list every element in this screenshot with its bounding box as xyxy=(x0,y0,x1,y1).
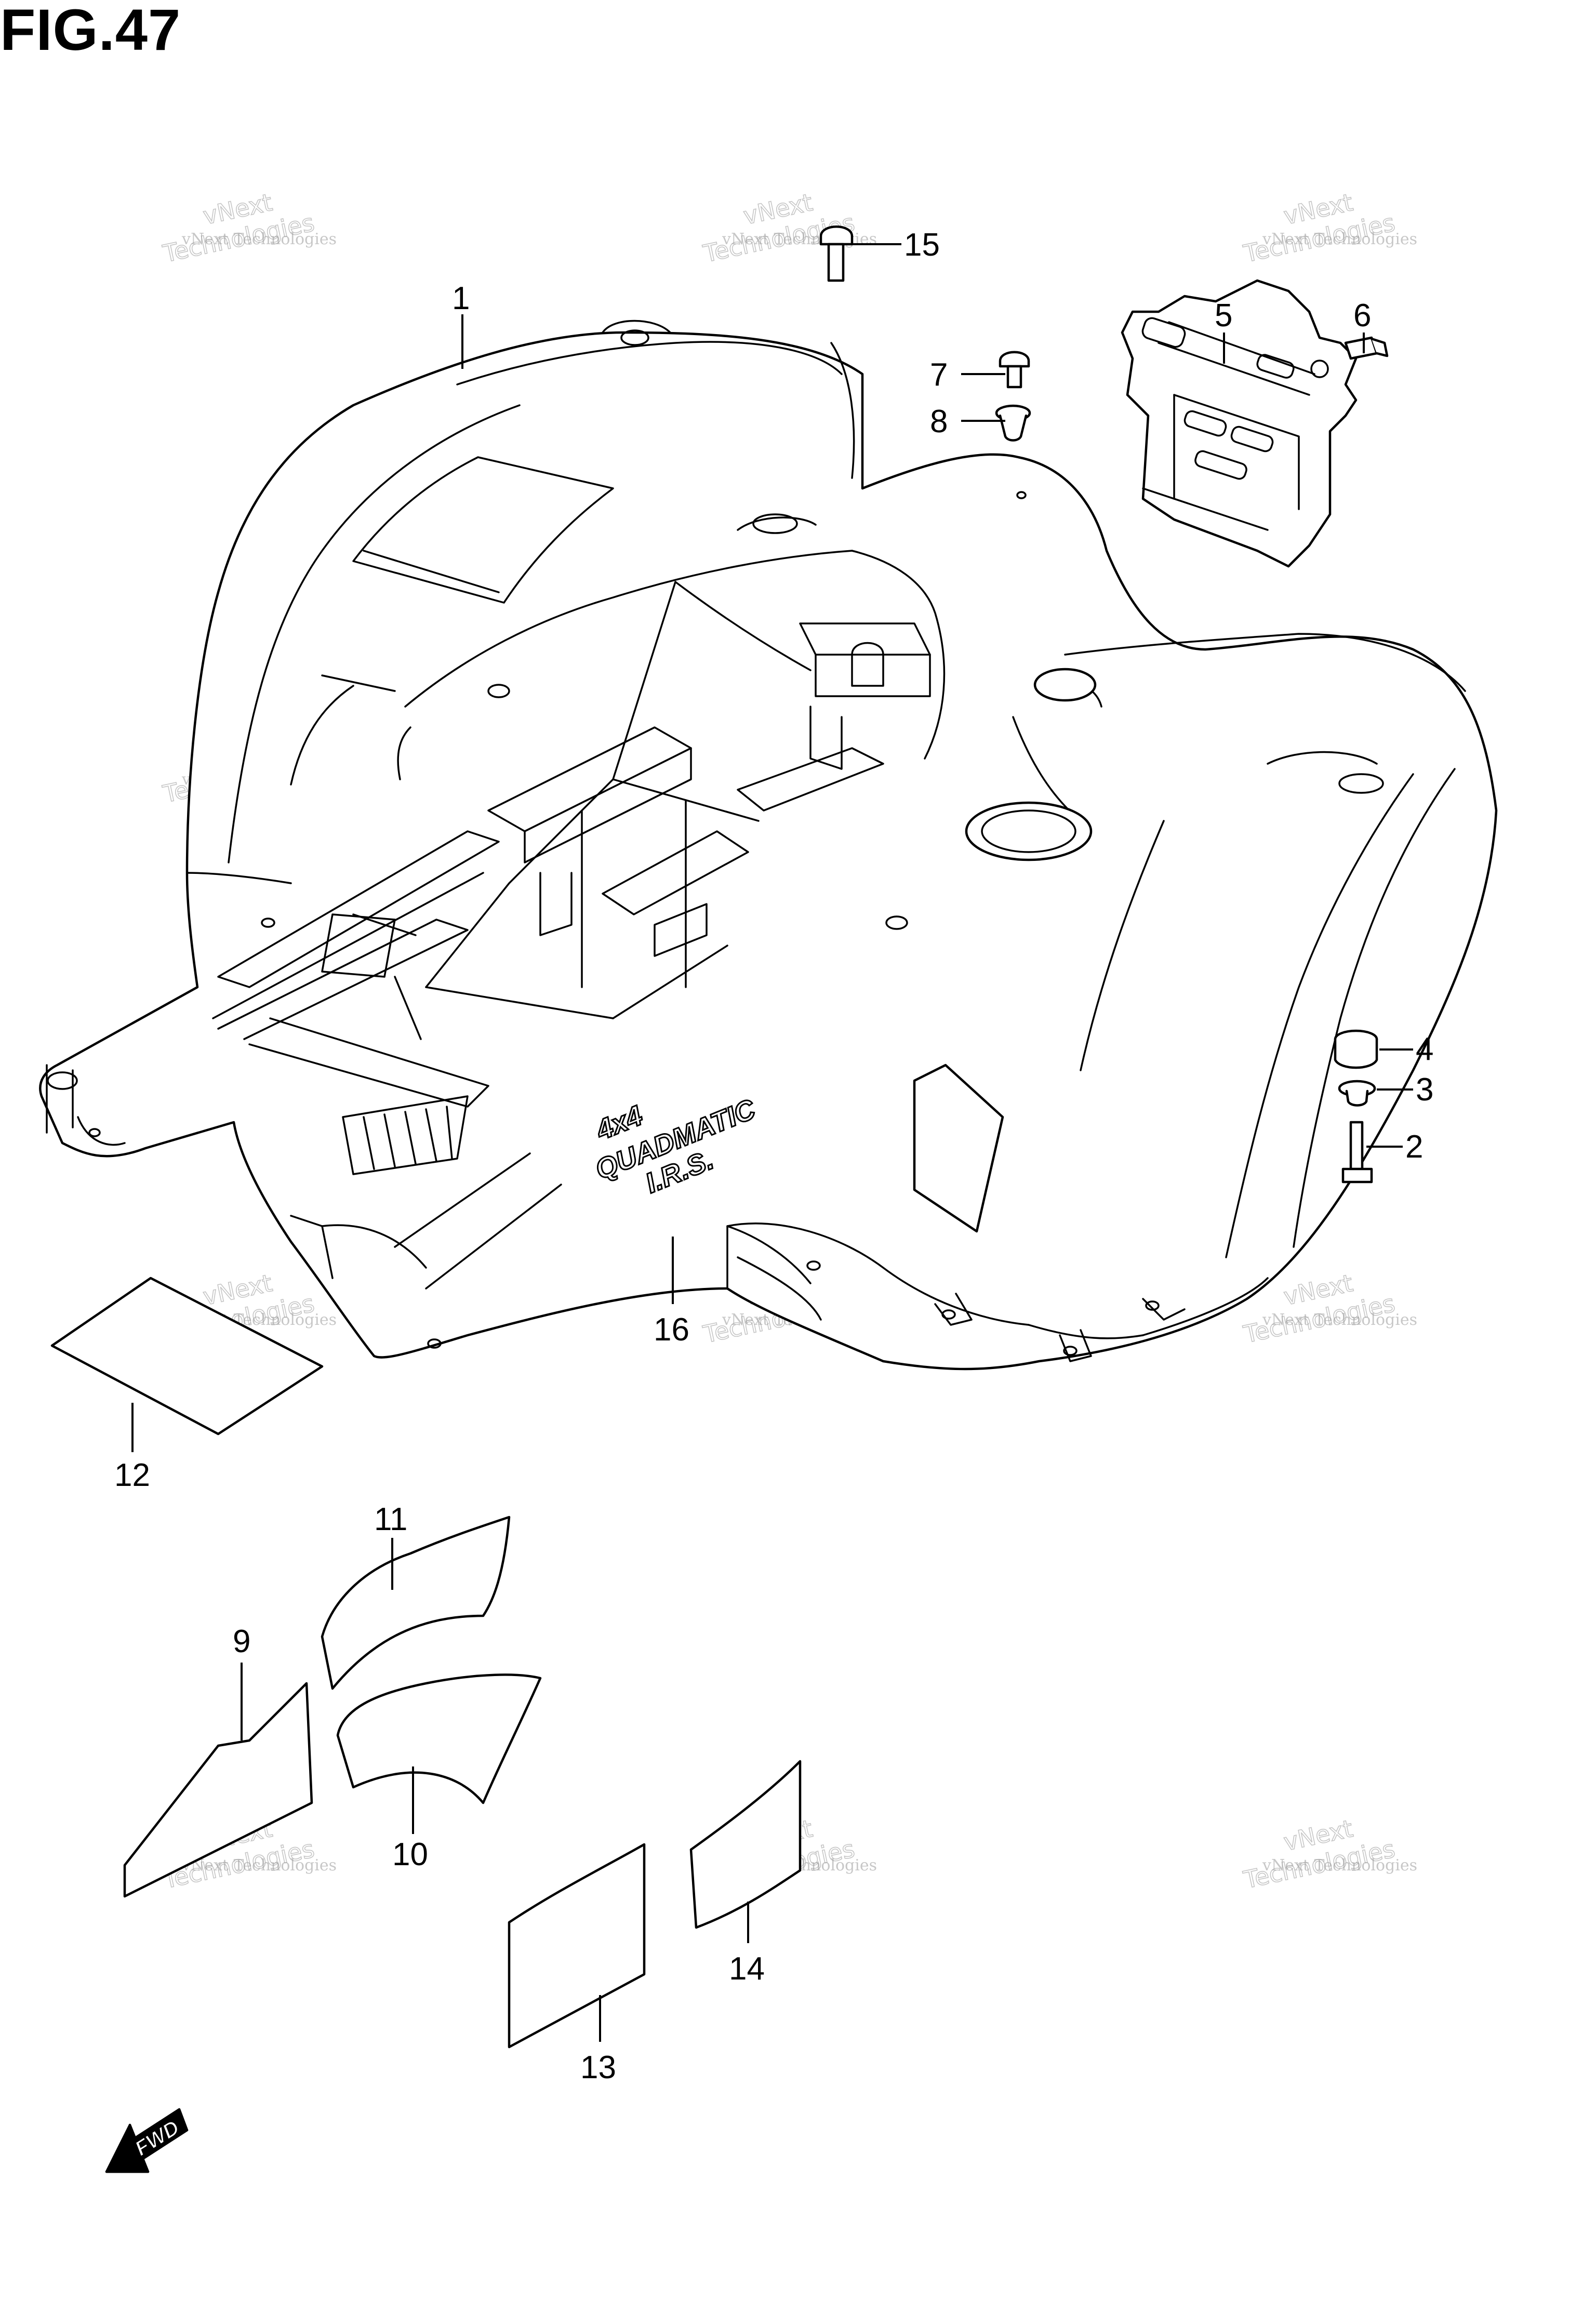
screw-part-7 xyxy=(999,351,1030,389)
callout-8: 8 xyxy=(930,404,948,440)
callout-12: 12 xyxy=(114,1457,150,1493)
leader-lines xyxy=(131,243,1413,2042)
svg-text:vNext Technologies: vNext Technologies xyxy=(1262,1311,1417,1329)
collar-part-8 xyxy=(995,404,1031,442)
callout-7: 7 xyxy=(930,357,948,393)
svg-text:vNext Technologies: vNext Technologies xyxy=(1262,230,1417,248)
svg-text:vNext Technologies: vNext Technologies xyxy=(181,1856,337,1875)
decal-part-9 xyxy=(123,1682,313,1898)
decal-part-14 xyxy=(689,1760,802,1929)
svg-text:vNext Technologies: vNext Technologies xyxy=(181,230,337,248)
callout-15: 15 xyxy=(904,227,940,263)
bolt-part-15 xyxy=(819,225,854,282)
callout-11: 11 xyxy=(374,1502,407,1537)
bolt-part-2 xyxy=(1341,1121,1373,1184)
watermark-12: vNext Technologies vNext Technologies xyxy=(1241,1814,1417,1894)
washer-part-3 xyxy=(1338,1080,1376,1107)
callout-10: 10 xyxy=(392,1837,428,1872)
callout-4: 4 xyxy=(1416,1031,1433,1067)
svg-text:vNext Technologies: vNext Technologies xyxy=(1262,1856,1417,1875)
callout-14: 14 xyxy=(729,1951,765,1987)
bracket-part-5 xyxy=(1121,279,1358,568)
figure-title: FIG.47 xyxy=(0,0,181,62)
callout-1: 1 xyxy=(452,281,470,316)
callout-16: 16 xyxy=(654,1312,689,1348)
callout-13: 13 xyxy=(580,2050,616,2085)
decal-part-11 xyxy=(321,1516,511,1690)
callout-3: 3 xyxy=(1416,1072,1433,1108)
watermark-3: vNext Technologies vNext Technologies xyxy=(1241,188,1417,268)
rear-fender-part-1 xyxy=(39,320,1498,1371)
callout-5: 5 xyxy=(1215,298,1232,334)
decal-part-10 xyxy=(336,1673,542,1804)
fwd-direction-arrow: FWD xyxy=(105,2108,189,2173)
callout-2: 2 xyxy=(1405,1129,1423,1165)
decal-part-12 xyxy=(50,1277,324,1436)
watermark-1: vNext Technologies vNext Technologies xyxy=(160,188,337,268)
callout-6: 6 xyxy=(1353,298,1371,334)
callout-9: 9 xyxy=(233,1624,250,1659)
svg-text:vNext Technologies: vNext Technologies xyxy=(722,230,877,248)
decal-part-13 xyxy=(508,1843,646,2049)
callout-labels: 1 2 3 4 5 6 7 8 9 10 11 12 13 14 15 16 xyxy=(114,227,1433,2085)
watermark-2: vNext Technologies vNext Technologies xyxy=(700,188,877,268)
clip-part-6 xyxy=(1344,336,1389,360)
grommet-part-4 xyxy=(1334,1029,1378,1069)
